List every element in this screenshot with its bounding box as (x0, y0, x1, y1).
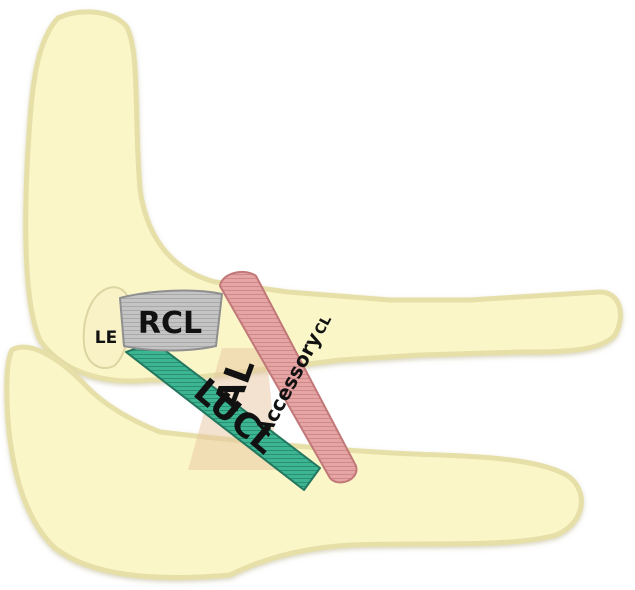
le-label: LE (95, 328, 117, 348)
rcl-label: RCL (138, 306, 202, 341)
